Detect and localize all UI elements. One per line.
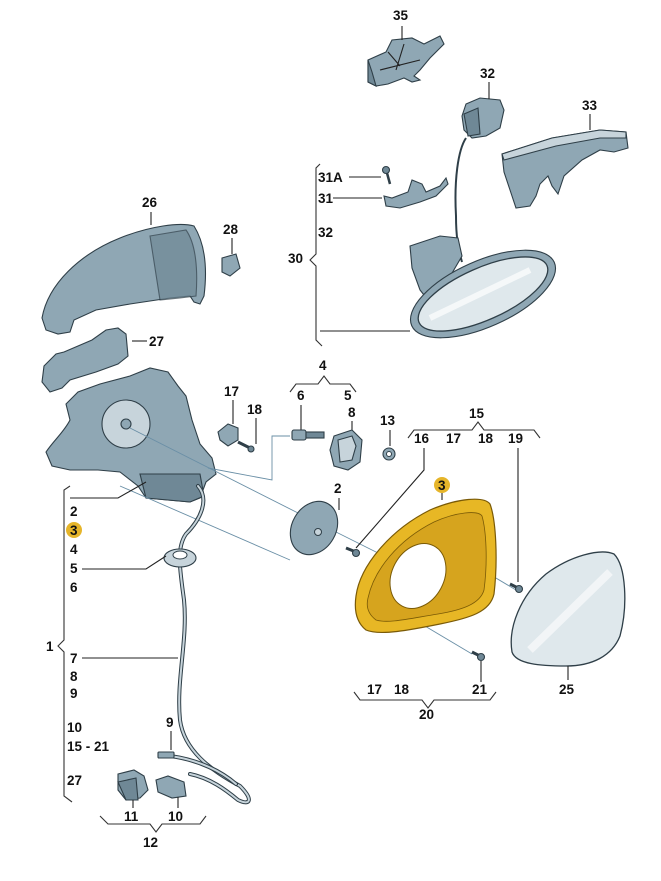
group-1-item-3: 3 bbox=[70, 523, 78, 538]
group-1-item-27: 27 bbox=[67, 773, 82, 788]
callout-19: 19 bbox=[508, 431, 523, 446]
part-6-pivot-screw[interactable] bbox=[291, 429, 325, 441]
part-10-connector-housing[interactable] bbox=[155, 775, 187, 799]
bracket-1 bbox=[57, 485, 73, 803]
callout-5: 5 bbox=[344, 388, 352, 403]
bracket-4 bbox=[289, 375, 357, 393]
group-1-item-8: 8 bbox=[70, 669, 78, 684]
bracket-20 bbox=[353, 691, 497, 709]
part-1-mirror-housing[interactable] bbox=[45, 367, 217, 503]
part-19-screw[interactable] bbox=[509, 582, 524, 594]
part-18-screw[interactable] bbox=[237, 440, 255, 453]
part-31-clip[interactable] bbox=[383, 176, 449, 209]
callout-28: 28 bbox=[223, 222, 239, 237]
callout-15-18: 18 bbox=[478, 431, 494, 446]
callout-30: 30 bbox=[288, 251, 303, 266]
callout-31: 31 bbox=[318, 191, 334, 206]
group-1-label: 1 bbox=[46, 639, 54, 654]
part-27-turn-signal[interactable] bbox=[41, 327, 129, 393]
bracket-15 bbox=[407, 421, 541, 439]
group-1-item-6: 6 bbox=[70, 580, 78, 595]
assembly-line-c bbox=[119, 485, 291, 561]
callout-15: 15 bbox=[469, 406, 485, 421]
part-32-connector[interactable] bbox=[461, 97, 505, 139]
callout-21: 21 bbox=[472, 682, 488, 697]
highlight-badge-3 bbox=[434, 477, 450, 493]
part-11-connector-housing[interactable] bbox=[117, 769, 149, 801]
callout-11: 11 bbox=[124, 809, 139, 824]
callout-9-cable: 9 bbox=[166, 715, 174, 730]
group-1-item-7: 7 bbox=[70, 651, 78, 666]
part-21-screw[interactable] bbox=[471, 650, 486, 662]
group-1-highlight-3 bbox=[66, 522, 82, 538]
callout-25: 25 bbox=[559, 682, 575, 697]
callout-20: 20 bbox=[419, 707, 434, 722]
callout-33: 33 bbox=[582, 98, 598, 113]
part-31A-screw[interactable] bbox=[381, 165, 392, 185]
callout-13: 13 bbox=[380, 413, 396, 428]
callout-8: 8 bbox=[348, 405, 356, 420]
callout-35: 35 bbox=[393, 8, 409, 23]
callout-32-top: 32 bbox=[480, 66, 495, 81]
part-5-grommet[interactable] bbox=[163, 548, 197, 568]
part-9-connector-pin[interactable] bbox=[157, 751, 175, 759]
bracket-30 bbox=[309, 163, 323, 347]
assembly-line-a bbox=[207, 435, 290, 481]
group-1-item-5: 5 bbox=[70, 561, 78, 576]
group-1-item-4: 4 bbox=[70, 542, 78, 557]
part-16-screw[interactable] bbox=[345, 546, 361, 558]
part-2-adjustment-plate[interactable] bbox=[281, 493, 347, 563]
callout-20-17: 17 bbox=[367, 682, 382, 697]
callout-20-18: 18 bbox=[394, 682, 410, 697]
callout-26: 26 bbox=[142, 195, 158, 210]
part-30-interior-mirror[interactable] bbox=[398, 232, 567, 356]
callout-4: 4 bbox=[319, 358, 327, 373]
part-25-mirror-glass[interactable] bbox=[510, 551, 626, 667]
part-28-cap[interactable] bbox=[221, 253, 241, 277]
callout-6: 6 bbox=[297, 388, 305, 403]
group-1-item-9: 9 bbox=[70, 686, 78, 701]
group-1-item-15-21: 15 - 21 bbox=[67, 739, 110, 754]
leader-16 bbox=[355, 448, 425, 549]
part-8-motor-plate[interactable] bbox=[329, 429, 363, 471]
part-7-wiring-harness[interactable] bbox=[168, 484, 251, 805]
part-33-cover[interactable] bbox=[501, 129, 629, 209]
group-1-item-2: 2 bbox=[70, 504, 78, 519]
part-35-sensor[interactable] bbox=[367, 35, 445, 88]
part-26-mirror-cap[interactable] bbox=[41, 223, 207, 335]
part-3-glass-holder[interactable] bbox=[354, 498, 497, 634]
callout-32-group: 32 bbox=[318, 225, 333, 240]
bracket-12 bbox=[99, 815, 207, 833]
callout-17: 17 bbox=[224, 384, 239, 399]
group-1-item-10: 10 bbox=[67, 720, 82, 735]
leader-1-housing bbox=[70, 481, 147, 499]
callout-16: 16 bbox=[414, 431, 430, 446]
callout-10: 10 bbox=[168, 809, 183, 824]
part-13-nut[interactable] bbox=[382, 447, 396, 461]
part-17-heater-contact[interactable] bbox=[217, 423, 239, 447]
callout-31A: 31A bbox=[318, 170, 343, 185]
callout-27: 27 bbox=[149, 334, 164, 349]
callout-15-17: 17 bbox=[446, 431, 461, 446]
callout-2-plate: 2 bbox=[334, 481, 342, 496]
callout-18: 18 bbox=[247, 402, 263, 417]
leader-5 bbox=[82, 555, 167, 570]
callout-3-glassholder: 3 bbox=[438, 478, 446, 493]
callout-12: 12 bbox=[143, 835, 158, 850]
